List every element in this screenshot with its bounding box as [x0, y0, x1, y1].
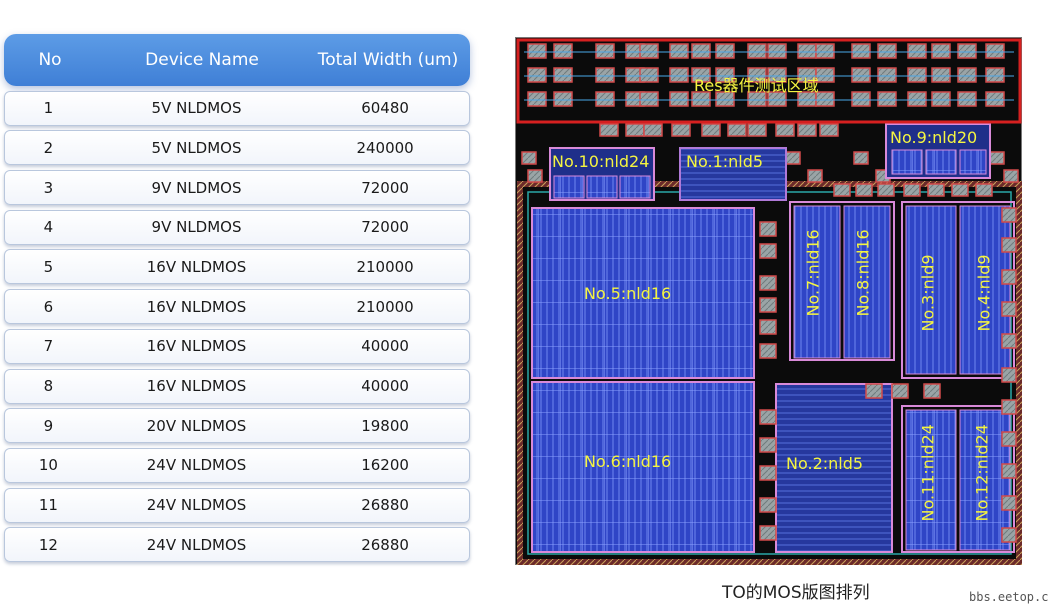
- cell-no: 3: [43, 178, 54, 197]
- res-area-pads: [527, 43, 1005, 107]
- table-row: 11 24V NLDMOS 26880: [4, 487, 470, 523]
- table-row: 10 24V NLDMOS 16200: [4, 447, 470, 483]
- cell-total-width: 16200: [361, 456, 409, 475]
- block-no1: [679, 147, 787, 201]
- table-row: 3 9V NLDMOS 72000: [4, 170, 470, 206]
- cell-device-name: 20V NLDMOS: [146, 416, 247, 435]
- cell-total-width: 60480: [361, 99, 409, 118]
- table-row: 6 16V NLDMOS 210000: [4, 289, 470, 325]
- cell-total-width: 40000: [361, 337, 409, 356]
- res-area-highlight: [516, 38, 1022, 124]
- figure-caption: TO的MOS版图排列: [722, 583, 870, 603]
- block-no11: [905, 409, 957, 551]
- cell-device-name: 9V NLDMOS: [151, 178, 242, 197]
- label-no4: No.4:nld9: [974, 254, 994, 332]
- label-no10: No.10:nld24: [552, 152, 650, 171]
- header-total-width: Total Width (um): [317, 50, 459, 70]
- layout-drawing: [516, 38, 1022, 565]
- label-no8: No.8:nld16: [853, 229, 873, 317]
- device-table: No Device Name Total Width (um) 1 5V NLDM…: [4, 34, 470, 563]
- cell-total-width: 72000: [361, 218, 409, 237]
- label-no3: No.3:nld9: [918, 254, 938, 332]
- cell-device-name: 9V NLDMOS: [151, 218, 242, 237]
- cell-no: 10: [38, 456, 58, 475]
- cell-total-width: 240000: [356, 138, 414, 157]
- table-row: 8 16V NLDMOS 40000: [4, 368, 470, 404]
- cell-no: 4: [43, 218, 54, 237]
- block-no5: [531, 207, 755, 379]
- cell-device-name: 16V NLDMOS: [146, 257, 247, 276]
- label-no12: No.12:nld24: [972, 424, 992, 522]
- table-header: No Device Name Total Width (um): [4, 34, 470, 86]
- cell-device-name: 16V NLDMOS: [146, 297, 247, 316]
- label-res-area: Res器件测试区域: [694, 76, 819, 95]
- table-row: 5 16V NLDMOS 210000: [4, 249, 470, 285]
- watermark: bbs.eetop.cn: [969, 590, 1048, 604]
- cell-no: 9: [43, 416, 54, 435]
- cell-no: 5: [43, 257, 54, 276]
- cell-no: 11: [38, 496, 58, 515]
- cell-device-name: 5V NLDMOS: [151, 99, 242, 118]
- cell-device-name: 24V NLDMOS: [146, 496, 247, 515]
- block-no8: [843, 205, 891, 359]
- cell-no: 6: [43, 297, 54, 316]
- table-row: 1 5V NLDMOS 60480: [4, 90, 470, 126]
- cell-total-width: 26880: [361, 496, 409, 515]
- cell-total-width: 210000: [356, 297, 414, 316]
- table-row: 12 24V NLDMOS 26880: [4, 527, 470, 563]
- side-pads: [759, 207, 1017, 543]
- label-no11: No.11:nld24: [918, 424, 938, 522]
- cell-no: 7: [43, 337, 54, 356]
- label-no1: No.1:nld5: [686, 152, 764, 171]
- block-no6: [531, 381, 755, 553]
- header-device-name: Device Name: [145, 50, 259, 70]
- cell-total-width: 40000: [361, 377, 409, 395]
- table-row: 9 20V NLDMOS 19800: [4, 408, 470, 444]
- label-no2: No.2:nld5: [786, 454, 864, 473]
- table-row: 7 16V NLDMOS 40000: [4, 328, 470, 364]
- cell-device-name: 24V NLDMOS: [146, 535, 247, 554]
- cell-no: 1: [43, 99, 54, 118]
- cell-total-width: 26880: [361, 535, 409, 554]
- table-body: 1 5V NLDMOS 60480 2 5V NLDMOS 240000 3 9V NLDMO…: [4, 90, 470, 563]
- cell-no: 8: [43, 377, 54, 395]
- label-no7: No.7:nld16: [803, 229, 823, 317]
- block-no2: [775, 383, 893, 553]
- cell-total-width: 19800: [361, 416, 409, 435]
- block-no7: [793, 205, 841, 359]
- cell-no: 2: [43, 138, 54, 157]
- block-no3: [905, 205, 957, 375]
- cell-total-width: 210000: [356, 257, 414, 276]
- table-row: 2 5V NLDMOS 240000: [4, 130, 470, 166]
- mos-layout-diagram: Res器件测试区域 No.10:nld24 No.1:nld5 No.9:nld…: [515, 37, 1022, 565]
- label-no5: No.5:nld16: [584, 284, 672, 303]
- cell-device-name: 24V NLDMOS: [146, 456, 247, 475]
- label-no9: No.9:nld20: [890, 128, 978, 147]
- label-no6: No.6:nld16: [584, 452, 672, 471]
- cell-no: 12: [38, 535, 58, 554]
- cell-device-name: 16V NLDMOS: [146, 377, 247, 395]
- cell-total-width: 72000: [361, 178, 409, 197]
- header-no: No: [38, 50, 62, 70]
- cell-device-name: 16V NLDMOS: [146, 337, 247, 356]
- table-row: 4 9V NLDMOS 72000: [4, 209, 470, 245]
- cell-device-name: 5V NLDMOS: [151, 138, 242, 157]
